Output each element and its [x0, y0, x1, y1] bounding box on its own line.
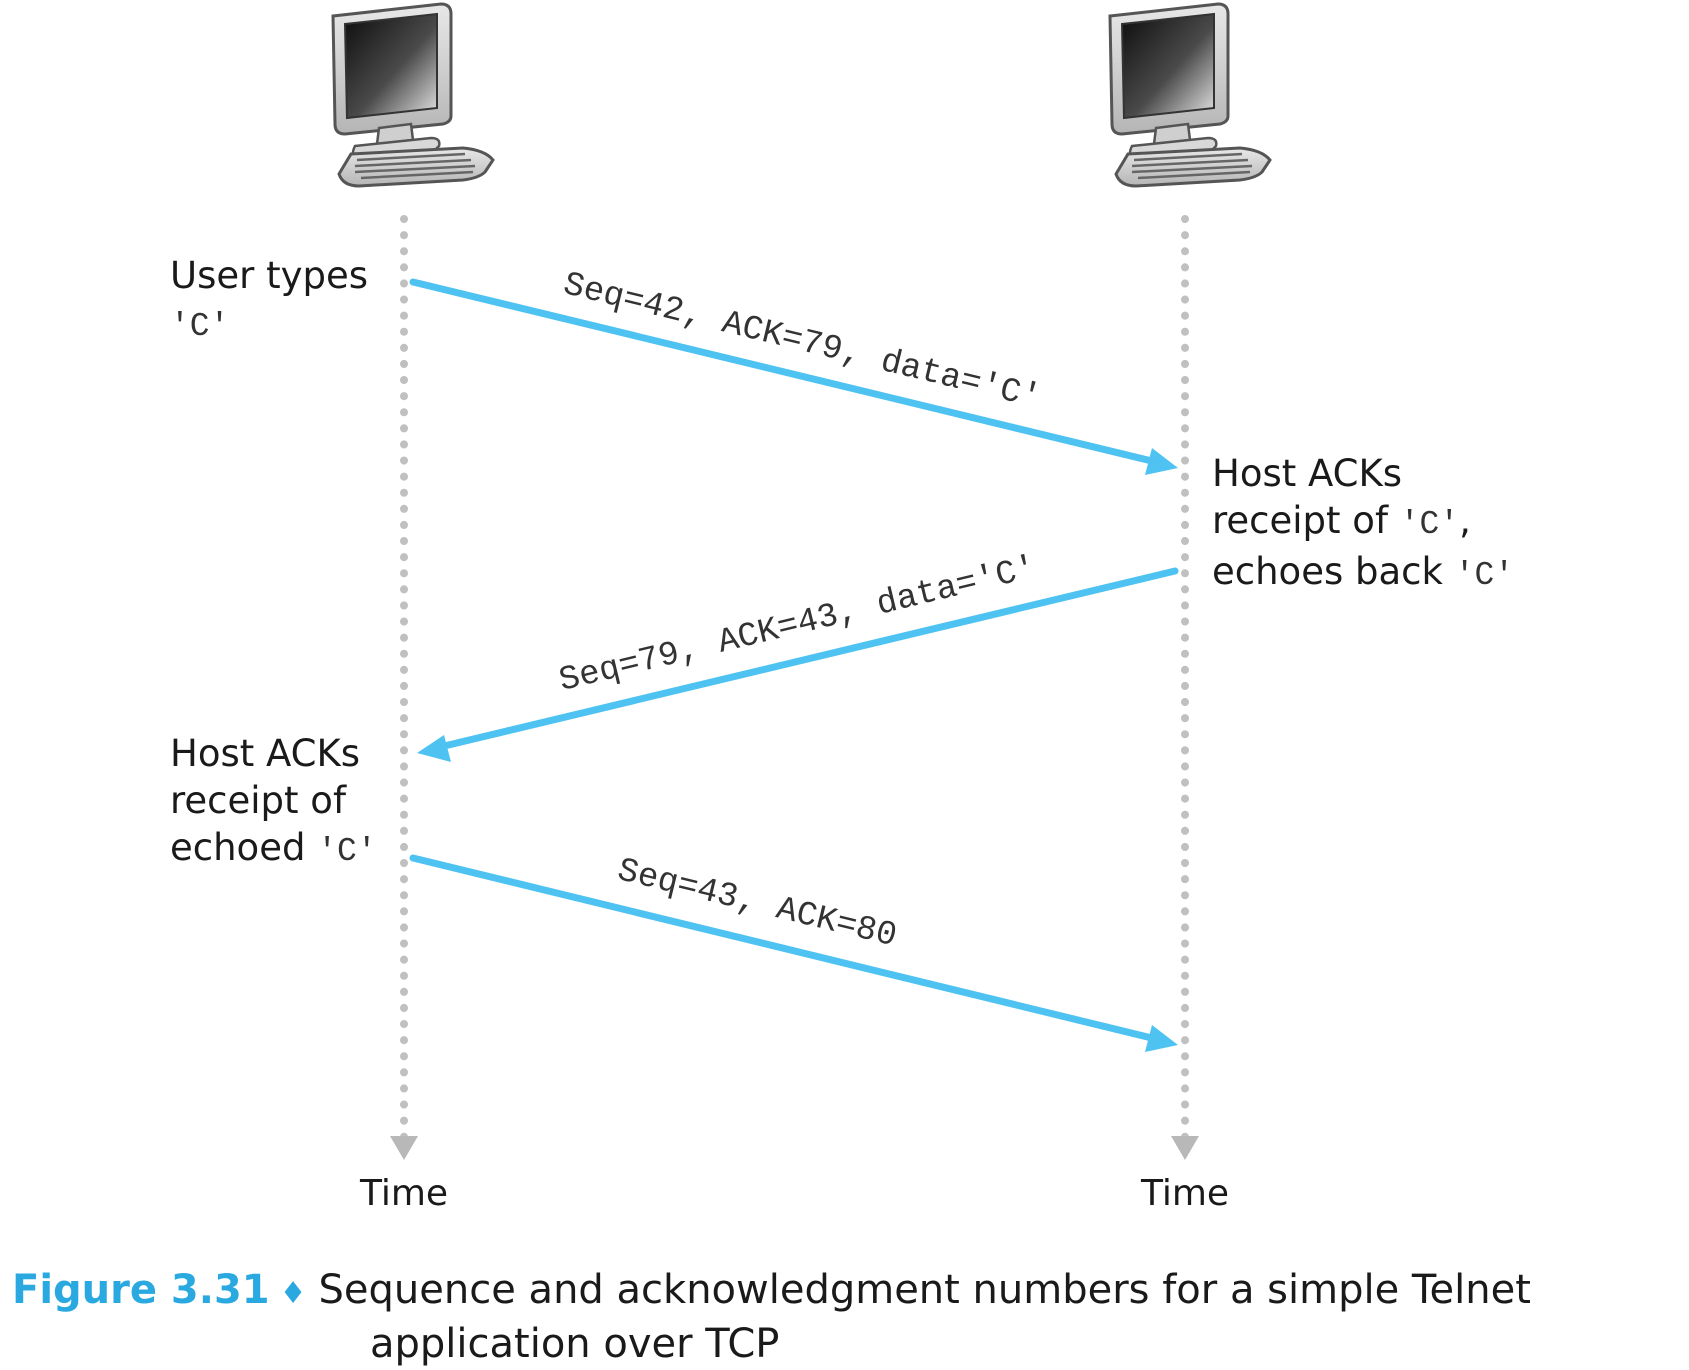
- char-c: 'C': [317, 833, 377, 870]
- caption-text-line2: application over TCP: [370, 1321, 780, 1367]
- diamond-icon: ♦: [279, 1276, 307, 1311]
- timeline-arrowhead: [1171, 1136, 1199, 1160]
- event-host-acks-echoed: Host ACKs receipt of echoed 'C': [170, 732, 377, 870]
- event-user-types: User types 'C': [170, 254, 369, 345]
- message-label-1: Seq=42, ACK=79, data='C': [559, 266, 1044, 418]
- left-timeline: [390, 215, 418, 1160]
- char-c: 'C': [1454, 557, 1515, 594]
- caption-text-line1: Sequence and acknowledgment numbers for …: [318, 1267, 1531, 1313]
- right-timeline: [1171, 215, 1199, 1160]
- event-host-acks-echo: Host ACKs receipt of 'C', echoes back 'C…: [1212, 452, 1515, 594]
- message-arrow-2: [417, 567, 1179, 762]
- computer-icon: [1108, 2, 1272, 188]
- figure-caption: Figure 3.31 ♦ Sequence and acknowledgment …: [12, 1265, 1531, 1369]
- char-c: 'C': [170, 308, 230, 345]
- timeline-arrowhead: [390, 1136, 418, 1160]
- char-c: 'C': [1399, 506, 1460, 543]
- time-label: Time: [359, 1173, 448, 1214]
- message-arrow-1: [409, 278, 1178, 475]
- computer-icon: [331, 2, 495, 188]
- message-arrow-3: [409, 854, 1178, 1052]
- time-label: Time: [1140, 1173, 1229, 1214]
- figure-number: Figure 3.31: [12, 1267, 270, 1313]
- message-label-2: Seq=79, ACK=43, data='C': [556, 550, 1041, 701]
